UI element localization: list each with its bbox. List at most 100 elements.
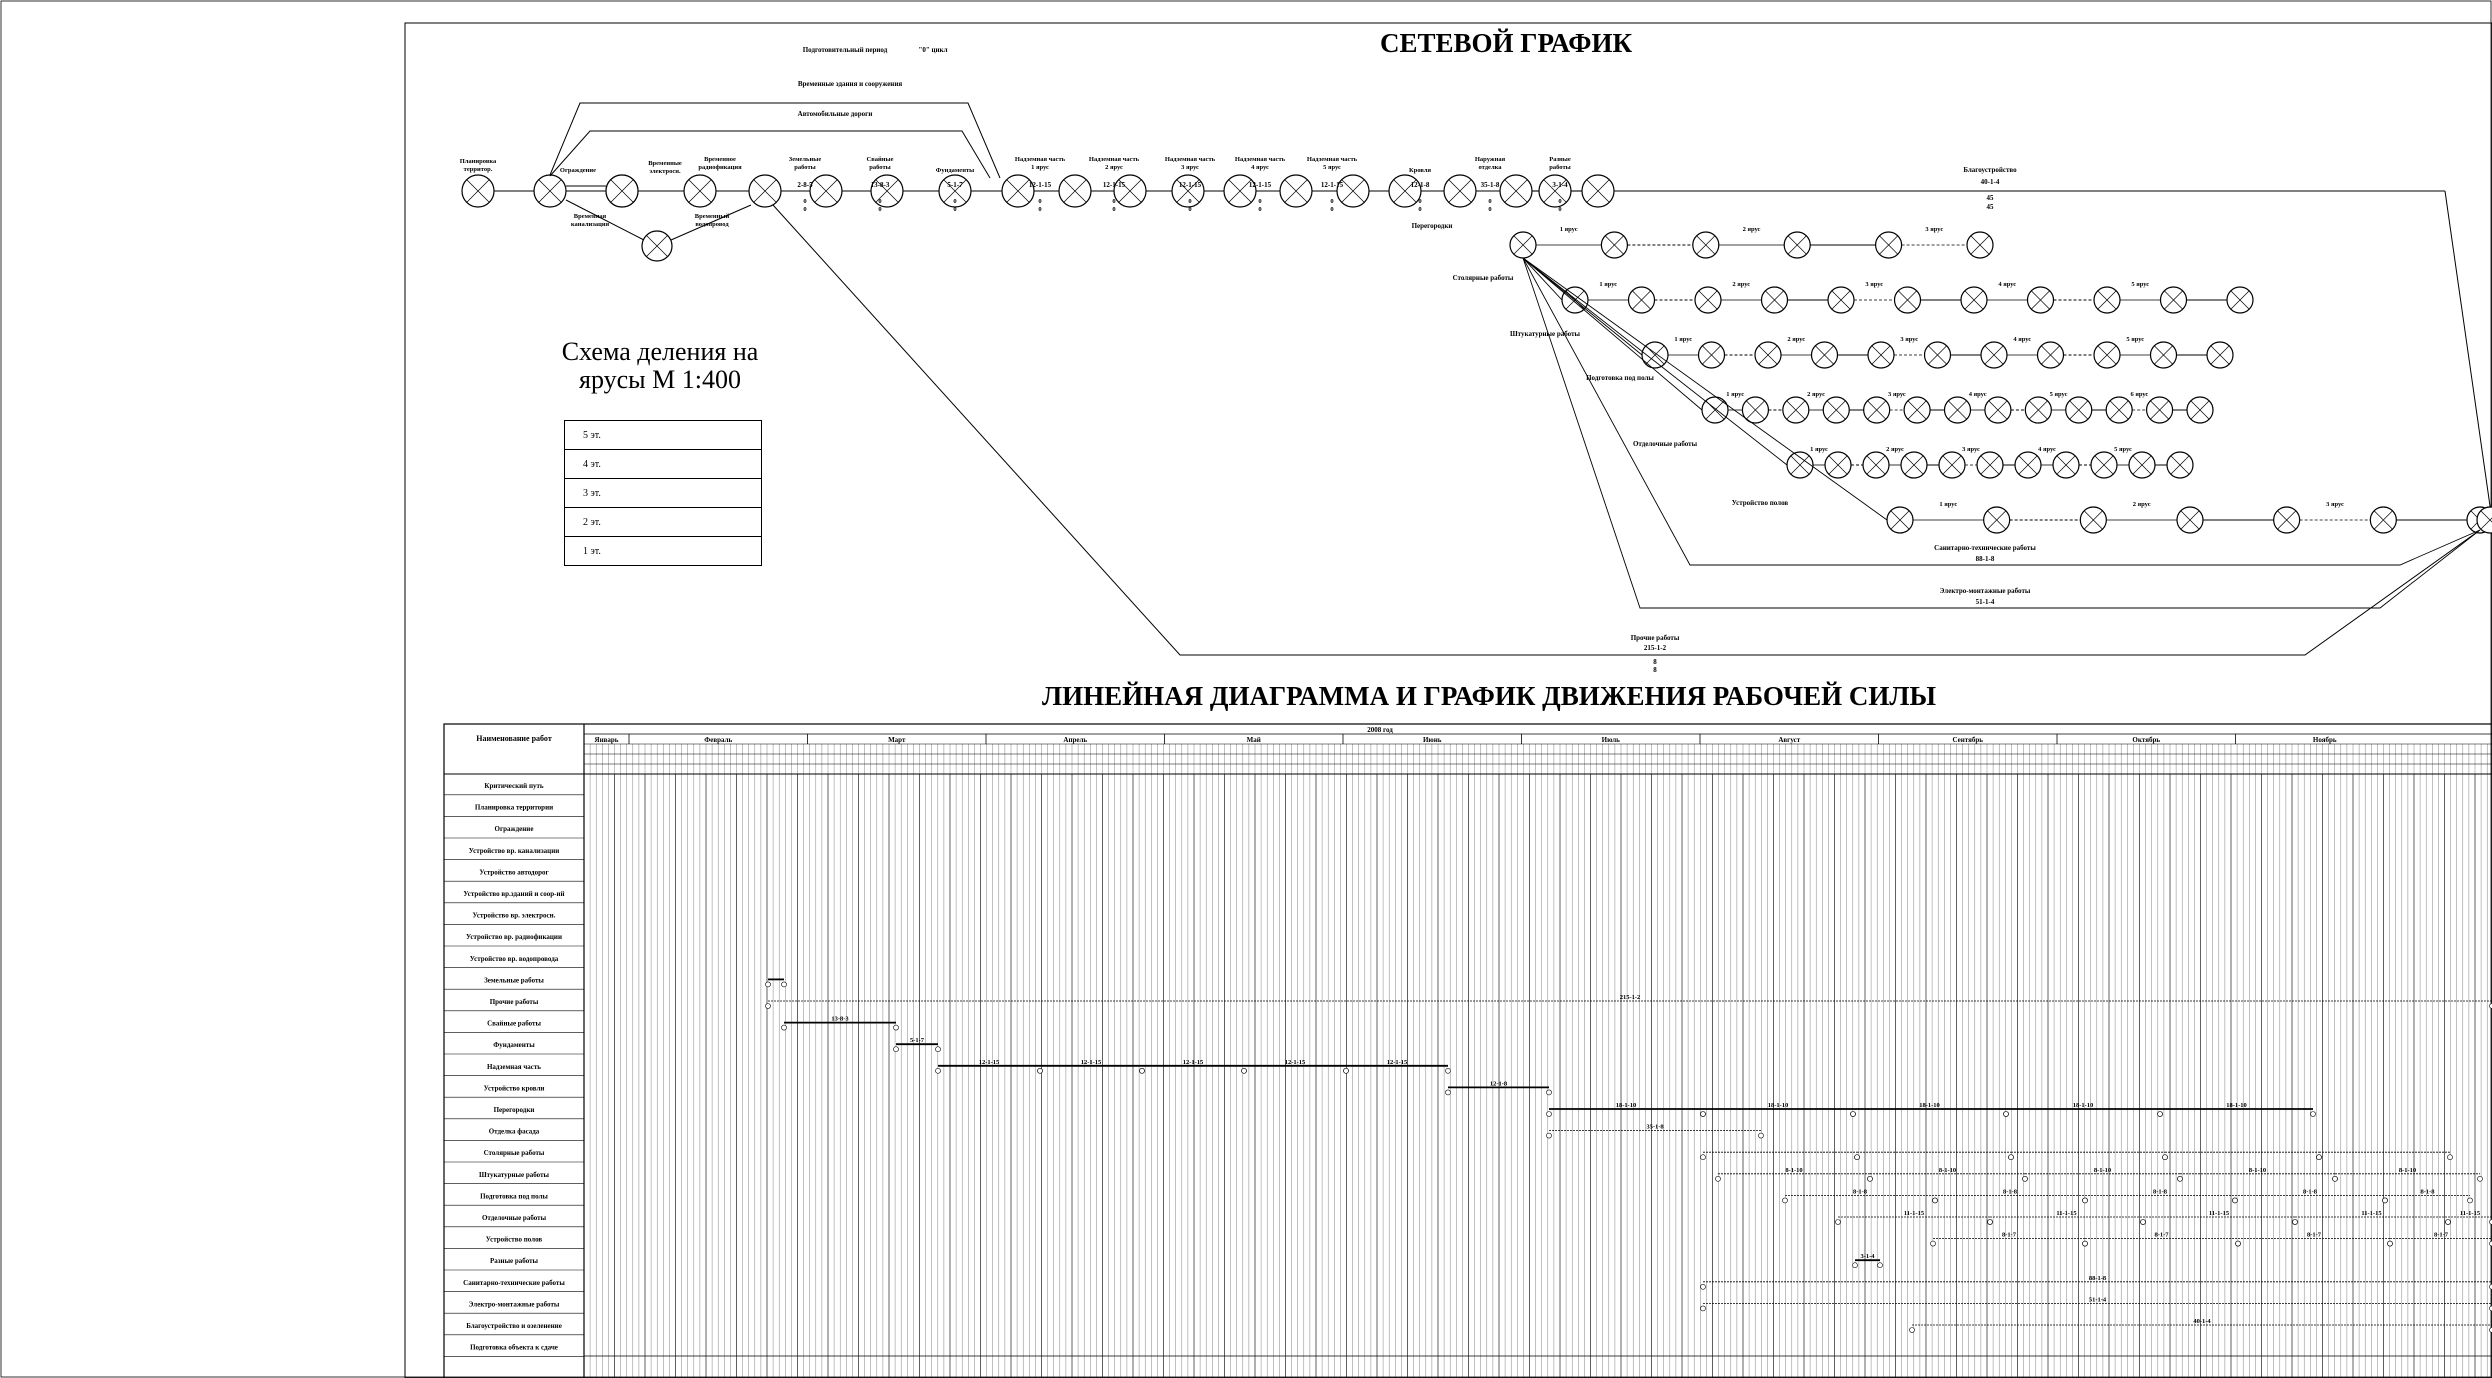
gantt-event [1867,1176,1873,1182]
gantt-bar-label: 8-1-10 [1785,1167,1802,1174]
gantt-bar-label: 18-1-10 [1919,1102,1940,1109]
gantt-event [1877,1262,1883,1268]
event-node-diag [1904,455,1924,475]
gantt-row-label: Перегородки [494,1106,535,1114]
tier-label: 1 ярус [1939,501,1957,508]
network-arrow [670,204,752,241]
gantt-event [1758,1132,1764,1139]
event-node [1983,506,2011,534]
event-node-diag [688,179,712,203]
label-temp-canal: Временная [574,213,607,220]
gantt-bar-label: 8-1-10 [2094,1167,2111,1174]
event-node-diag [2097,290,2117,310]
scheme-title: Схема деления на ярусы М 1:400 [540,338,780,394]
event-node [1538,174,1572,208]
event-node [2105,396,2133,424]
gantt-row-label: Электро-монтажные работы [469,1300,560,1308]
event-node [1980,341,2008,369]
tier-label: 3 ярус [1865,281,1883,288]
event-node [1223,174,1257,208]
tier-label: 4 ярус [2038,446,2056,453]
tier-label: 2 ярус [1732,281,1750,288]
event-node-diag [753,179,777,203]
event-node-diag [1228,179,1252,203]
node-reserve: 0 [1038,206,1041,213]
event-node [461,174,495,208]
event-node-diag [1176,179,1200,203]
event-node-diag [1826,400,1846,420]
event-node [605,174,639,208]
event-node-diag [1504,179,1528,203]
gantt-event [1700,1284,1706,1290]
node-label: Ограждение [560,167,596,174]
network-link [1522,257,1643,356]
gantt-bar-label: 8-1-8 [2003,1188,2018,1195]
event-node-diag [2230,290,2250,310]
gantt-event [893,1024,899,1031]
gantt-row-label: Устройство вр. канализации [469,847,560,855]
node-label: территор. [464,166,493,173]
node-duration: 13-8-3 [871,181,890,189]
gantt-bar-label: 11-1-15 [2460,1210,2481,1217]
gantt-year: 2008 год [1367,726,1393,734]
event-node [809,174,843,208]
event-node-diag [1970,235,1990,255]
tier-label: 1 ярус [1674,336,1692,343]
event-node-diag [1543,179,1567,203]
node-label: радиофикация [698,164,742,171]
network-link [1522,257,1563,301]
event-node [1923,341,1952,369]
tier-label: 2 ярус [1886,446,1904,453]
gantt-event [1850,1111,1856,1117]
gantt-bar-label: 12-1-8 [1490,1080,1508,1087]
event-node [1786,451,1814,479]
node-reserve: 0 [878,198,881,205]
event-node [1001,174,1035,208]
gantt-bar-label: 11-1-15 [2209,1210,2230,1217]
event-node [2273,506,2301,534]
event-node-diag [1284,179,1308,203]
gantt-bar-label: 11-1-15 [1904,1210,1925,1217]
gantt-bar-label: 8-1-7 [2434,1232,2449,1239]
node-label: 5 ярус [1323,164,1341,171]
gantt-event [893,1046,899,1052]
gantt-event [1700,1154,1706,1160]
event-node [1976,451,2004,479]
event-node [2090,451,2118,479]
event-node [1279,174,1313,208]
event-node-diag [2094,455,2114,475]
event-node [870,174,904,208]
gantt-month: Январь [595,736,619,744]
gantt-event [2003,1111,2009,1117]
event-node-diag [1645,345,1665,365]
node-duration: 2-8-5 [797,181,813,189]
tier-label: 1 ярус [1599,281,1617,288]
gantt-event [2387,1240,2393,1247]
gantt-event [2447,1154,2453,1160]
event-node-diag [1987,510,2007,530]
event-node-diag [1705,400,1725,420]
node-label: работы [1549,164,1570,171]
tier-label: 3 ярус [1925,226,1943,233]
node-label: Надземная часть [1165,156,1216,163]
node-label: Свайные [867,156,894,163]
node-duration: 3-1-4 [1552,181,1568,189]
gantt-event [2082,1197,2088,1204]
event-node-diag [2180,510,2200,530]
event-node [748,174,782,208]
gantt-row-label: Устройство полов [486,1236,543,1244]
node-label: Разные [1549,156,1571,163]
gantt-row-label: Отделочные работы [482,1214,547,1222]
node-reserve: 0 [1418,206,1421,213]
event-node [1893,286,1922,314]
gantt-event [1546,1132,1552,1139]
event-node [1754,341,1782,369]
node-label: Надземная часть [1307,156,1358,163]
gantt-event [2082,1240,2088,1247]
gantt-row-label: Надземная часть [487,1063,541,1071]
gantt-row-label: Разные работы [490,1257,539,1265]
event-node-diag [646,235,668,257]
gantt-bar-label: 8-1-8 [1853,1188,1868,1195]
node-reserve: 0 [1188,198,1191,205]
